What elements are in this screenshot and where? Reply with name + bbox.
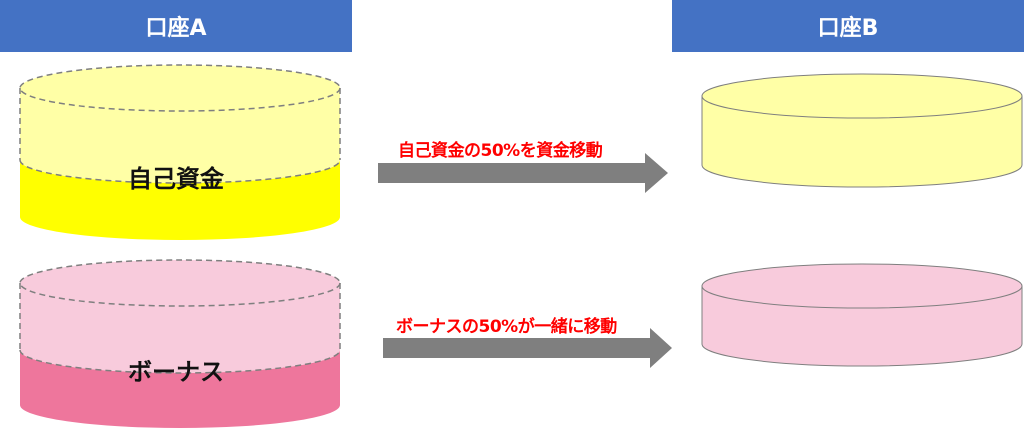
account-b-header: 口座B: [672, 0, 1024, 52]
own-funds-arrow-label: 自己資金の50%を資金移動: [398, 141, 603, 161]
own-funds-split-line: [19, 159, 341, 184]
bonus-cylinder-b: [701, 263, 1023, 367]
bonus-upper-half: [20, 283, 340, 373]
own-funds-b-top: [701, 73, 1023, 119]
bonus-split-line: [19, 349, 341, 374]
bonus-arrow-label: ボーナスの50%が一緒に移動: [396, 317, 617, 337]
bonus-label: ボーナス: [128, 358, 224, 386]
own-funds-cylinder-a: [19, 64, 341, 240]
own-funds-arrow: [378, 153, 668, 193]
own-funds-label: 自己資金: [128, 165, 224, 193]
bonus-cylinder-a: [19, 259, 341, 428]
own-funds-top: [19, 64, 341, 112]
bonus-b-top: [701, 263, 1023, 309]
bonus-top: [19, 259, 341, 307]
bonus-lower-half: [20, 350, 340, 428]
bonus-arrow: [383, 328, 672, 368]
own-funds-cylinder-b: [701, 73, 1023, 188]
own-funds-upper-half: [20, 88, 340, 183]
account-a-header: 口座A: [0, 0, 352, 52]
